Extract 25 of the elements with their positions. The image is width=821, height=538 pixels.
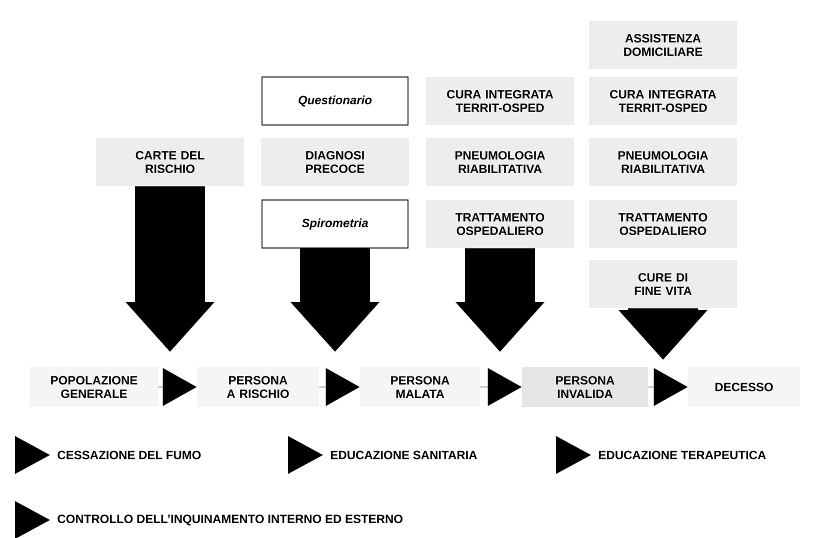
text-panel: CURE DI FINE VITA <box>589 260 738 308</box>
arrow <box>319 368 360 406</box>
text-panel: PERSONA INVALIDA <box>522 367 648 407</box>
text-panel: CURA INTEGRATA TERRIT-OSPED <box>589 77 738 125</box>
text-panel: TRATTAMENTO OSPEDALIERO <box>426 200 574 248</box>
stage-label: PERSONA A RISCHIO <box>197 367 319 407</box>
list-item-text: CESSAZIONE DEL FUMO <box>58 450 201 460</box>
text-panel: CURA INTEGRATA TERRIT-OSPED <box>426 77 574 125</box>
list-item-text: EDUCAZIONE SANITARIA <box>331 450 477 460</box>
text-panel: DIAGNOSI PRECOCE <box>261 138 409 186</box>
arrow <box>480 368 522 406</box>
list-item-text: EDUCAZIONE TERAPEUTICA <box>599 450 766 460</box>
text-panel: ASSISTENZA DOMICILIARE <box>589 21 738 69</box>
arrow <box>158 368 197 406</box>
stage-label: POPOLAZIONE GENERALE <box>30 367 158 407</box>
list-item-text: CONTROLLO DELL’INQUINAMENTO INTERNO ED ESTERNO <box>58 514 402 526</box>
text-panel: PNEUMOLOGIA RIABILITATIVA <box>426 138 574 186</box>
outlined-box: Questionario <box>262 76 408 126</box>
stage-label: PERSONA MALATA <box>360 367 480 407</box>
arrow <box>648 368 688 406</box>
text-panel: TRATTAMENTO OSPEDALIERO <box>589 200 738 248</box>
stage-label: DECESSO <box>688 367 800 407</box>
outlined-box: Spirometria <box>262 200 408 248</box>
text-panel: CARTE DEL RISCHIO <box>96 138 244 186</box>
text-panel: PNEUMOLOGIA RIABILITATIVA <box>589 138 738 186</box>
